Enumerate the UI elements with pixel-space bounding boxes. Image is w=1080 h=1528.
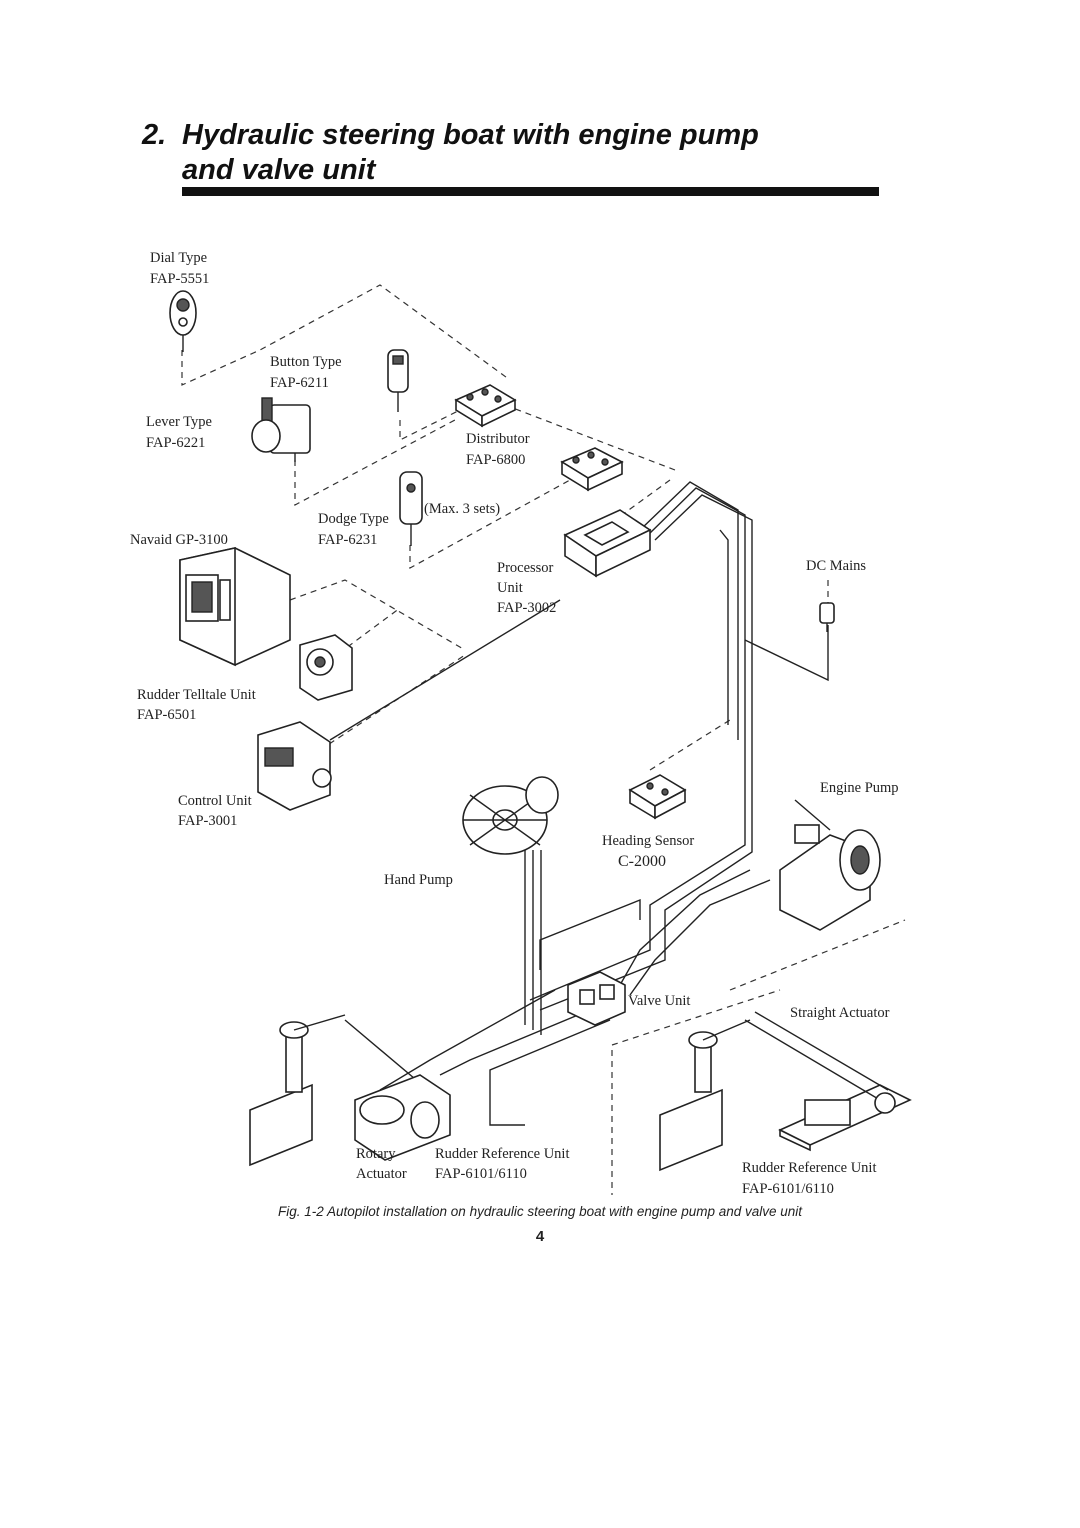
figure-caption: Fig. 1-2 Autopilot installation on hydra… bbox=[277, 1204, 803, 1219]
dodge-type-remote bbox=[399, 471, 423, 546]
label-straight-actuator: Straight Actuator bbox=[790, 1005, 890, 1021]
distributor-1 bbox=[454, 384, 517, 428]
section-number: 2. bbox=[142, 119, 167, 151]
label-processor-2: Unit bbox=[497, 580, 523, 596]
navaid-gp3100 bbox=[179, 547, 291, 667]
label-rotary-1: Rotary bbox=[356, 1146, 396, 1162]
dial-type-remote bbox=[169, 290, 197, 352]
label-button-type: Button Type bbox=[270, 354, 342, 370]
dash-dial-to-distributor bbox=[181, 284, 511, 386]
label-dial-type: Dial Type bbox=[150, 250, 207, 266]
label-rudder-telltale-model: FAP-6501 bbox=[137, 707, 196, 723]
left-rudder bbox=[249, 1014, 441, 1167]
label-dial-model: FAP-5551 bbox=[150, 271, 209, 287]
title-rule bbox=[182, 187, 879, 196]
label-lever-type: Lever Type bbox=[146, 414, 212, 430]
label-lever-model: FAP-6221 bbox=[146, 435, 205, 451]
control-unit bbox=[257, 721, 332, 811]
dash-distributor-to-distributor2 bbox=[504, 404, 676, 471]
label-engine-pump: Engine Pump bbox=[820, 780, 899, 796]
label-hand-pump: Hand Pump bbox=[384, 872, 453, 888]
label-navaid: Navaid GP-3100 bbox=[130, 532, 228, 548]
label-button-model: FAP-6211 bbox=[270, 375, 329, 391]
dash-straight-act-link bbox=[611, 989, 781, 1046]
label-rudder-ref-left: Rudder Reference Unit bbox=[435, 1146, 569, 1162]
label-distributor-model: FAP-6800 bbox=[466, 452, 525, 468]
lever-type-remote bbox=[251, 397, 311, 462]
straight-actuator bbox=[744, 1011, 912, 1152]
hand-pump-helm bbox=[462, 776, 559, 1035]
dc-mains-plug bbox=[819, 602, 835, 632]
valve-unit bbox=[567, 971, 626, 1026]
dash-lever-to-distributor bbox=[294, 419, 456, 506]
label-rudder-telltale: Rudder Telltale Unit bbox=[137, 687, 256, 703]
distributor-2 bbox=[560, 447, 624, 492]
label-rudder-ref-right: Rudder Reference Unit bbox=[742, 1160, 876, 1176]
dash-engine-pump-link bbox=[729, 919, 906, 991]
title-line-1: Hydraulic steering boat with engine pump bbox=[182, 119, 759, 151]
dash-button-to-distributor bbox=[399, 409, 461, 441]
page-title: 2. Hydraulic steering boat with engine pu… bbox=[142, 118, 902, 188]
label-rotary-2: Actuator bbox=[356, 1166, 407, 1182]
rudder-telltale-unit bbox=[299, 634, 353, 701]
label-max-sets: (Max. 3 sets) bbox=[424, 501, 500, 517]
cable-bundle bbox=[329, 481, 829, 1126]
heading-sensor bbox=[628, 774, 687, 820]
page-number: 4 bbox=[535, 1228, 545, 1245]
dash-sensor-to-processor bbox=[649, 719, 731, 771]
dash-control-to-processor bbox=[319, 654, 466, 751]
processor-unit bbox=[563, 509, 652, 578]
rotary-actuator bbox=[354, 1074, 451, 1161]
label-processor-1: Processor bbox=[497, 560, 554, 576]
label-valve-unit: Valve Unit bbox=[628, 993, 690, 1009]
label-control-unit: Control Unit bbox=[178, 793, 252, 809]
label-dodge-model: FAP-6231 bbox=[318, 532, 377, 548]
label-processor-model: FAP-3002 bbox=[497, 600, 556, 616]
button-type-remote bbox=[387, 349, 409, 412]
label-heading-model: C-2000 bbox=[618, 853, 666, 870]
engine-pump bbox=[779, 799, 881, 931]
right-rudder bbox=[659, 1019, 751, 1172]
label-distributor: Distributor bbox=[466, 431, 530, 447]
label-heading-sensor: Heading Sensor bbox=[602, 833, 694, 849]
label-dc-mains: DC Mains bbox=[806, 558, 866, 574]
title-line-2: and valve unit bbox=[182, 154, 376, 186]
label-control-model: FAP-3001 bbox=[178, 813, 237, 829]
label-dodge-type: Dodge Type bbox=[318, 511, 389, 527]
label-rudder-ref-left-model: FAP-6101/6110 bbox=[435, 1166, 527, 1182]
dash-dodge-to-distributor2 bbox=[409, 479, 571, 570]
label-rudder-ref-right-model: FAP-6101/6110 bbox=[742, 1181, 834, 1197]
dash-navaid-to-processor bbox=[289, 579, 466, 651]
